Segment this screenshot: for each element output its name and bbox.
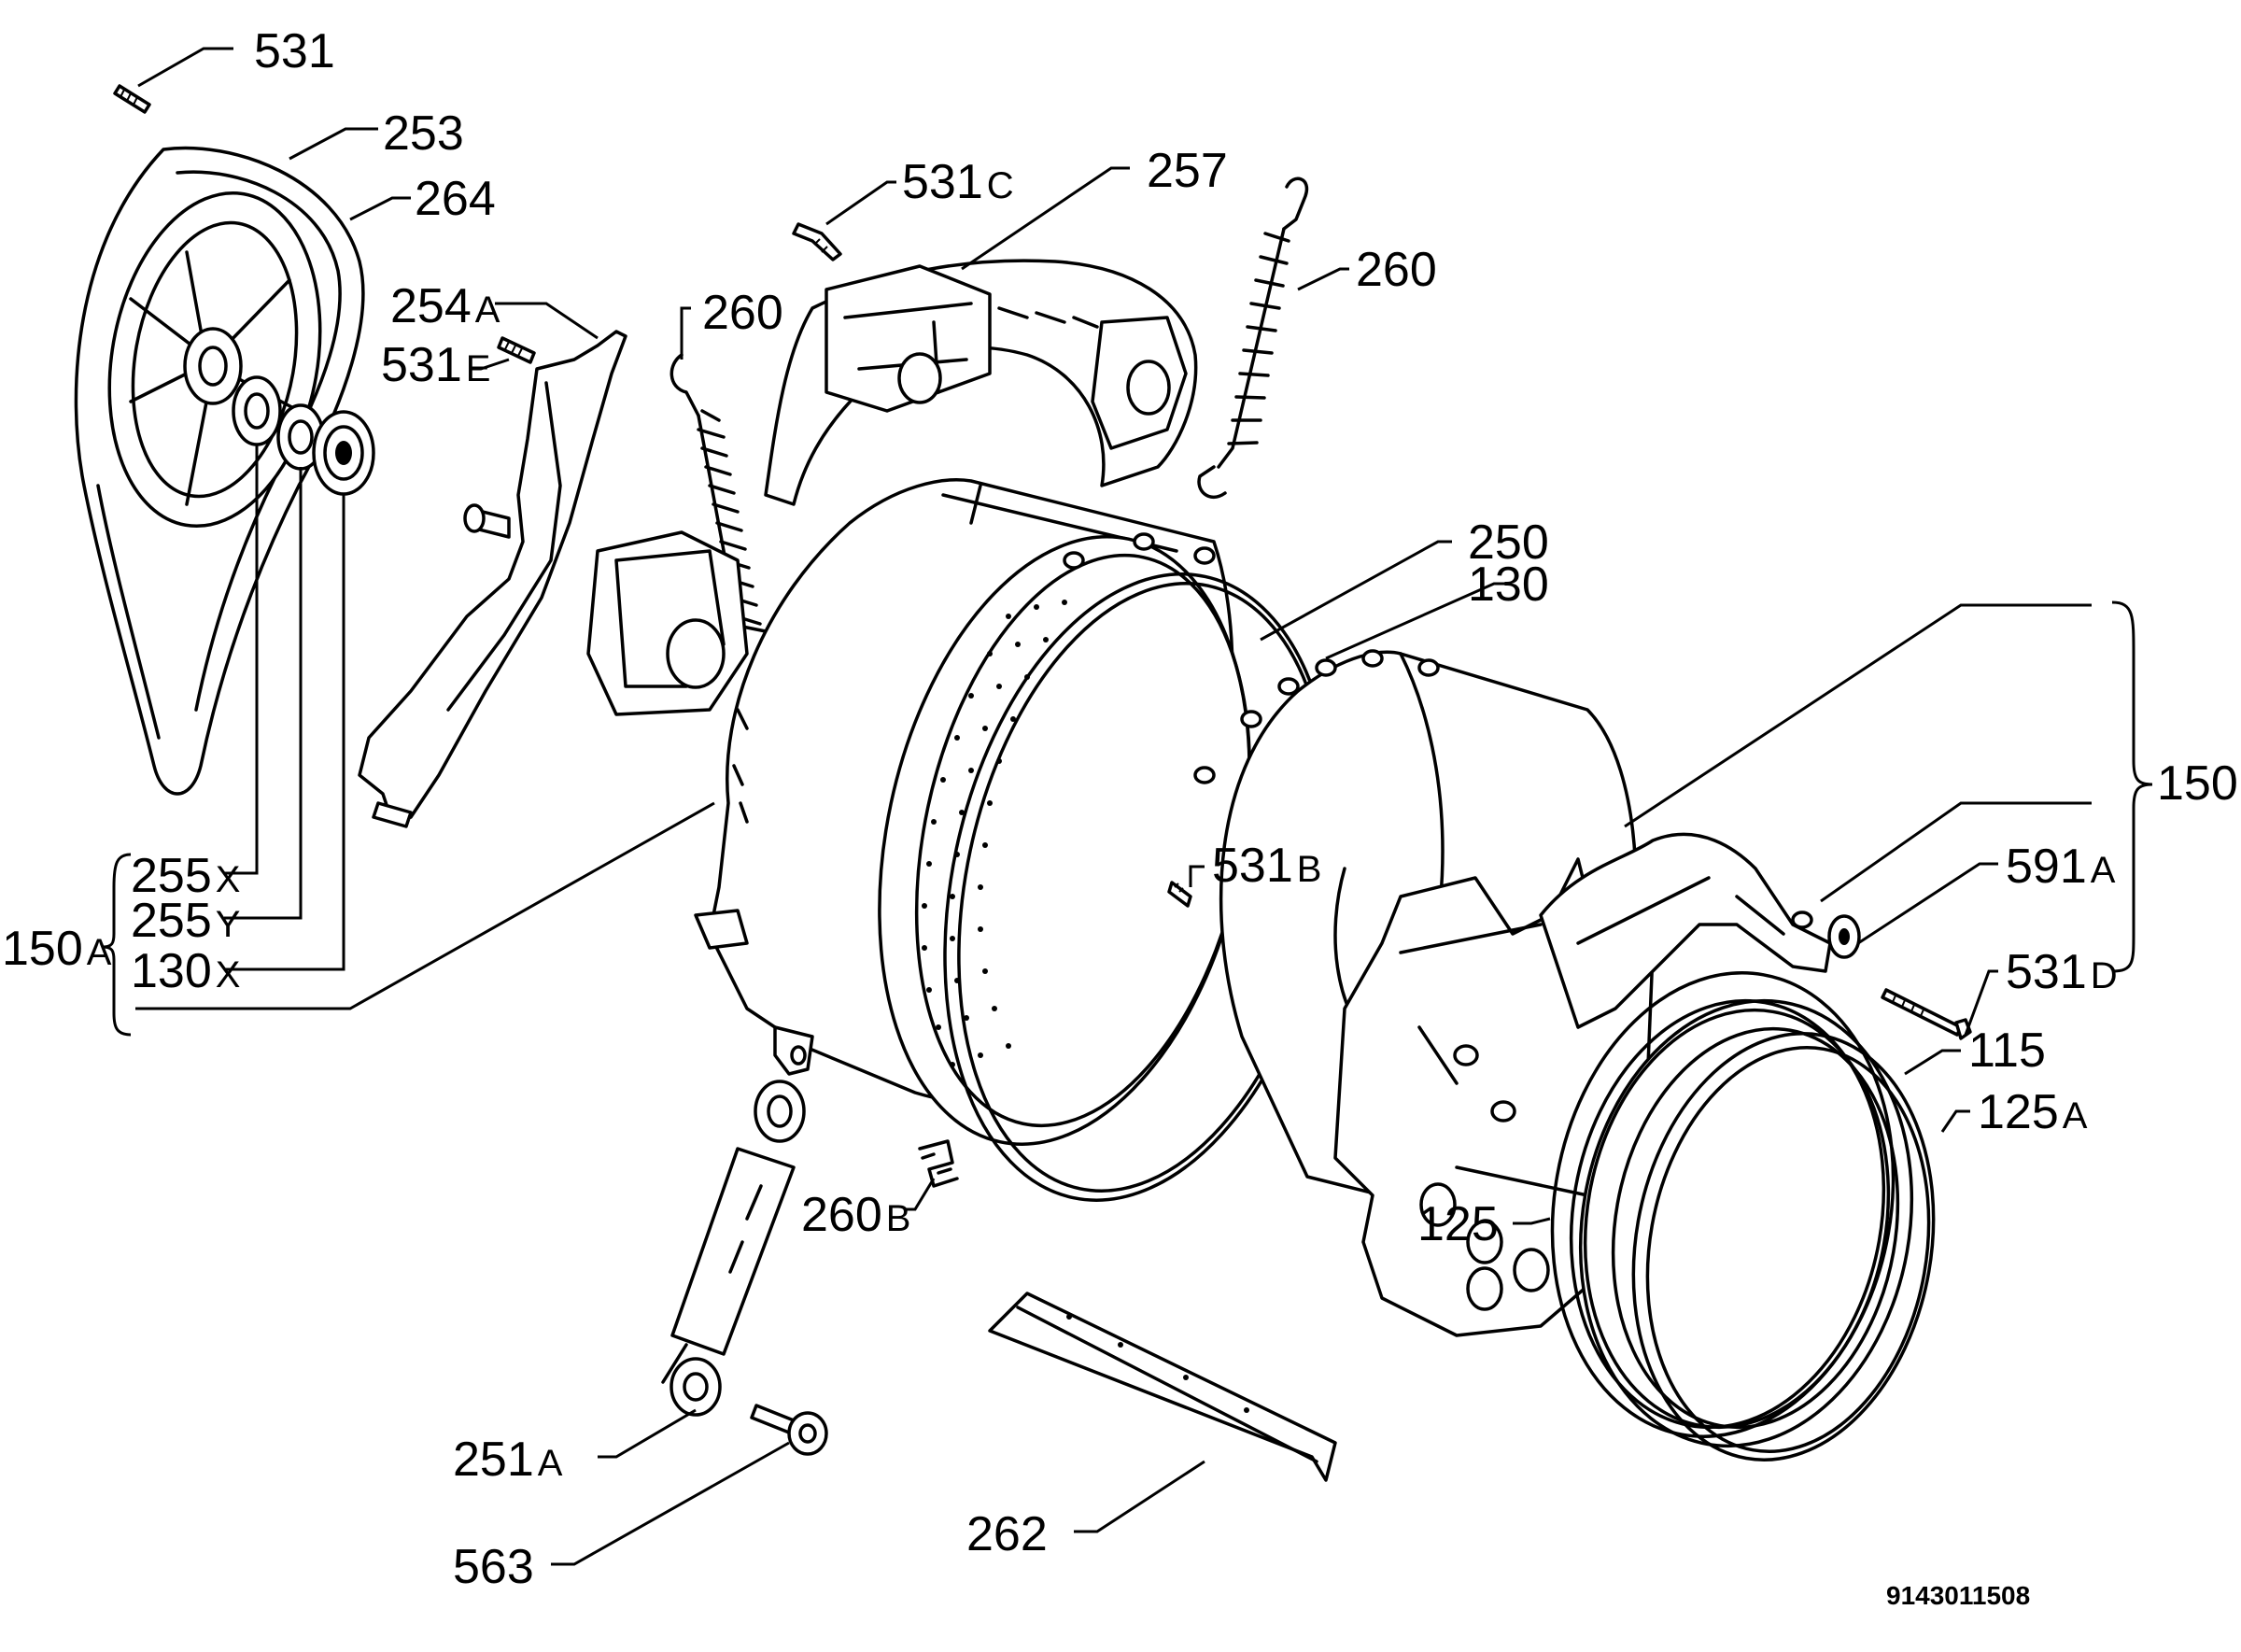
clip-260b [918, 1139, 959, 1188]
shock-absorber-251a [661, 1080, 806, 1417]
bolt-531d [1881, 988, 1972, 1040]
counterweight-block [586, 530, 749, 716]
bolt-563 [750, 1404, 828, 1456]
callout-260-right: 260 [1356, 243, 1437, 297]
front-bracket [1539, 832, 1832, 1029]
seal-255y [276, 403, 325, 471]
counterweight-257 [764, 259, 1198, 506]
screw-531b [1167, 881, 1192, 908]
callout-250: 250 [1468, 515, 1549, 570]
tub-studs [1063, 532, 1440, 784]
callout-264: 264 [415, 172, 496, 226]
callout-563: 563 [453, 1540, 534, 1594]
callout-531: 531 [254, 24, 335, 78]
callout-257: 257 [1147, 144, 1228, 198]
brace-150a [102, 853, 132, 1037]
bearing-130x [312, 410, 375, 496]
callout-130: 130 [1468, 558, 1549, 612]
washer-591a [1827, 914, 1861, 959]
callout-262: 262 [966, 1507, 1048, 1561]
pulley-wheel [74, 146, 365, 796]
brace-150 [2111, 600, 2153, 973]
callout-253: 253 [383, 106, 464, 161]
screw-531c [792, 222, 842, 261]
channel-262 [988, 1292, 1337, 1482]
clamp-ring-125a [1631, 1032, 1936, 1461]
drum-perforations [922, 600, 1067, 1067]
callout-150: 150 [2157, 756, 2238, 811]
callout-115: 115 [1968, 1024, 2046, 1078]
spring-260-right [1197, 176, 1309, 500]
drawing-code: 9143011508 [1886, 1581, 2030, 1610]
bushing-255x [232, 375, 282, 446]
door-seal-125 [1550, 971, 1896, 1438]
screw-531e [497, 336, 536, 364]
screw-531 [113, 84, 151, 114]
callout-125: 125 [1417, 1197, 1499, 1251]
callout-260-left: 260 [702, 286, 783, 340]
leader-lines [135, 47, 2092, 1566]
support-arm-254a [358, 330, 627, 828]
